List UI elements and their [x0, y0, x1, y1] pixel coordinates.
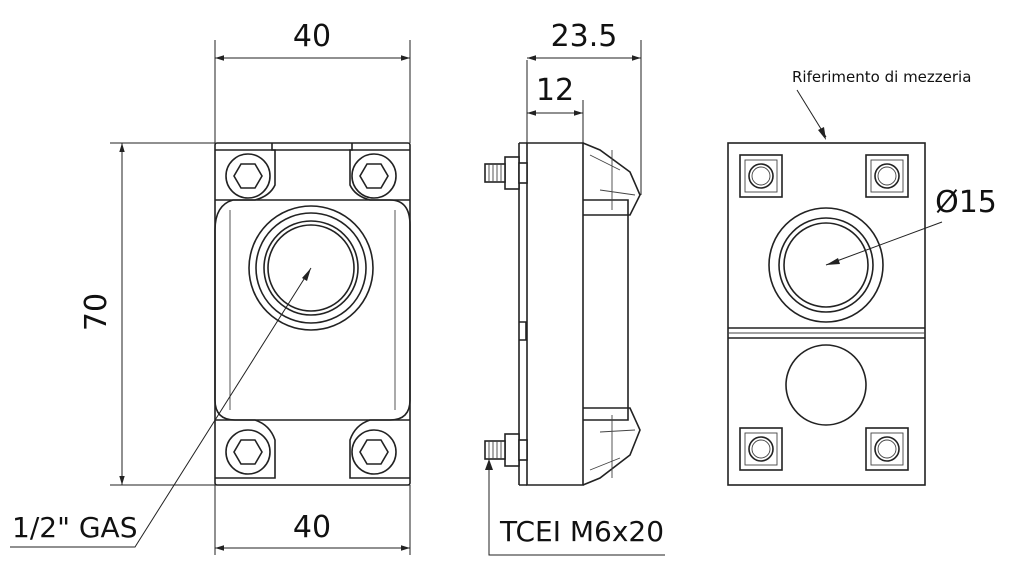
front-height-label: 70 — [79, 293, 114, 331]
side-dimension-lines — [485, 40, 665, 556]
back-view — [727, 142, 926, 486]
screw-callout: TCEI M6x20 — [499, 515, 664, 548]
front-width-top-label: 40 — [293, 19, 331, 54]
front-dimension-lines — [10, 40, 411, 555]
side-total-depth-label: 23.5 — [551, 19, 618, 54]
bolt-head-bottom-right — [351, 429, 397, 475]
bore-diameter-label: Ø15 — [935, 185, 997, 220]
back-bore — [768, 207, 884, 323]
side-partial-depth-label: 12 — [536, 73, 574, 108]
back-pocket-top-left — [739, 154, 783, 198]
front-view — [214, 142, 411, 486]
bolt-head-top-left — [225, 153, 271, 199]
bolt-head-top-right — [351, 153, 397, 199]
side-screw-bottom — [484, 433, 528, 467]
back-pocket-top-right — [865, 154, 909, 198]
reference-note: Riferimento di mezzeria — [792, 68, 971, 86]
back-pocket-bottom-left — [739, 427, 783, 471]
front-width-bottom-label: 40 — [293, 510, 331, 545]
back-annotation-lines — [796, 89, 943, 266]
thread-callout: 1/2" GAS — [12, 511, 137, 544]
back-lower-hole — [785, 344, 867, 426]
back-pocket-bottom-right — [865, 427, 909, 471]
front-port — [248, 205, 374, 331]
side-screw-top — [484, 156, 528, 190]
bolt-head-bottom-left — [225, 429, 271, 475]
side-view — [484, 142, 641, 486]
